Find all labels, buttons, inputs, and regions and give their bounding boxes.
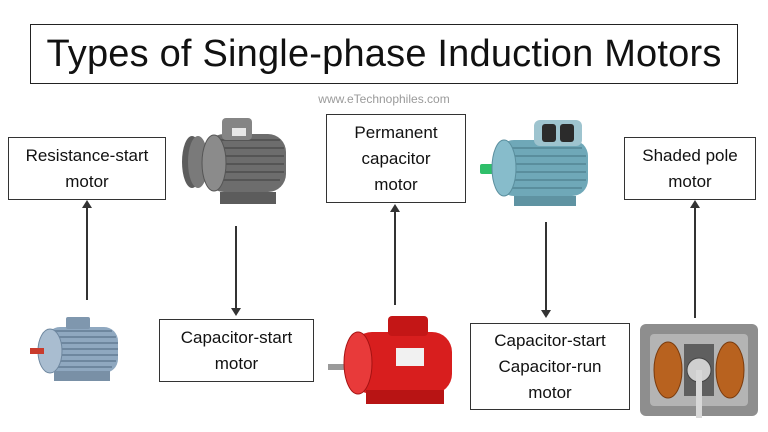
label-resistance-start: Resistance-start motor	[8, 137, 166, 200]
arrow-up-resistance-start	[82, 200, 92, 300]
label-capacitor-start: Capacitor-start motor	[159, 319, 314, 382]
label-line: motor	[668, 171, 712, 191]
label-line: motor	[214, 353, 259, 373]
label-line: motor	[528, 382, 572, 402]
label-line: Shaded pole	[642, 145, 738, 165]
label-line: Permanent	[354, 122, 438, 142]
label-line: Capacitor-start	[494, 330, 606, 350]
label-permanent-capacitor: Permanent capacitor motor	[326, 114, 466, 203]
arrow-down-capacitor-start	[231, 226, 241, 316]
watermark: www.eTechnophiles.com	[318, 92, 450, 106]
label-line: Resistance-start	[25, 145, 149, 165]
permanent-capacitor-motor-image	[328, 312, 468, 412]
label-line: capacitor	[361, 148, 431, 168]
arrow-up-permanent-capacitor	[390, 204, 400, 305]
label-line: motor	[65, 171, 109, 191]
capacitor-start-motor-image	[176, 106, 304, 214]
capacitor-start-capacitor-run-motor-image	[478, 110, 608, 214]
label-capacitor-start-capacitor-run: Capacitor-start Capacitor-run motor	[470, 323, 630, 410]
page-title: Types of Single-phase Induction Motors	[30, 24, 738, 84]
title-text: Types of Single-phase Induction Motors	[46, 32, 722, 75]
arrow-down-cap-start-cap-run	[541, 222, 551, 318]
label-shaded-pole: Shaded pole motor	[624, 137, 756, 200]
label-line: Capacitor-run	[498, 356, 602, 376]
shaded-pole-motor-image	[636, 318, 762, 424]
arrow-up-shaded-pole	[690, 200, 700, 318]
label-line: motor	[374, 174, 418, 194]
resistance-start-motor-image	[28, 305, 138, 395]
label-line: Capacitor-start	[180, 327, 293, 347]
